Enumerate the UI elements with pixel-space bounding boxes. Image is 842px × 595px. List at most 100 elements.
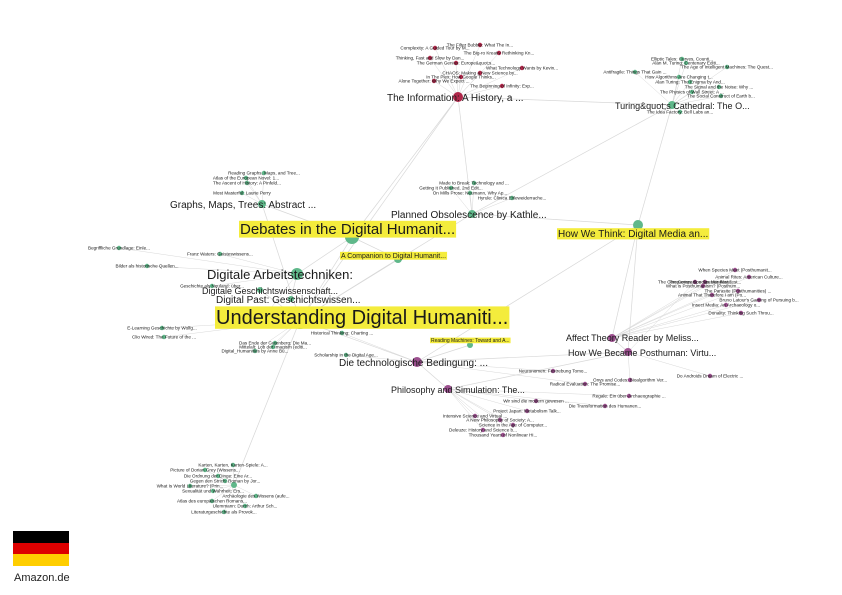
book-node[interactable]: [533, 398, 539, 404]
book-node[interactable]: [582, 381, 588, 387]
book-node[interactable]: [626, 393, 632, 399]
hub-label-howwethink[interactable]: How We Think: Digital Media an...: [558, 229, 708, 240]
book-node[interactable]: [732, 267, 738, 273]
hub-label-arbeit[interactable]: Digitale Arbeitstechniken:: [207, 267, 353, 282]
hub-label-geschwiss[interactable]: Digitale Geschichtswissenschaft...: [202, 286, 338, 296]
book-node[interactable]: [735, 288, 741, 294]
book-node[interactable]: [144, 263, 150, 269]
book-node[interactable]: [209, 498, 215, 504]
hub-label-turing[interactable]: Turing&quot;s Cathedral: The O...: [615, 101, 750, 111]
book-node[interactable]: [724, 64, 730, 70]
book-node[interactable]: [480, 427, 486, 433]
book-node[interactable]: [243, 175, 249, 181]
book-node[interactable]: [510, 422, 516, 428]
book-node[interactable]: [723, 302, 729, 308]
book-node[interactable]: [519, 65, 525, 71]
book-node[interactable]: [343, 352, 349, 358]
book-node[interactable]: [272, 340, 278, 346]
book-node[interactable]: [692, 279, 698, 285]
hub-node-arbeit[interactable]: [291, 268, 303, 280]
book-node[interactable]: [707, 373, 713, 379]
book-node[interactable]: [453, 60, 459, 66]
book-node[interactable]: [679, 56, 685, 62]
book-node[interactable]: [497, 417, 503, 423]
hub-label-philosim[interactable]: Philosophy and Simulation: The...: [391, 385, 525, 395]
book-node[interactable]: [689, 89, 695, 95]
book-node[interactable]: [550, 368, 556, 374]
hub-label-companion[interactable]: A Companion to Digital Humanit...: [341, 253, 446, 260]
book-node[interactable]: [221, 509, 227, 515]
book-node[interactable]: [467, 190, 473, 196]
book-node[interactable]: [270, 344, 276, 350]
book-node[interactable]: [496, 50, 502, 56]
hub-node-information[interactable]: [453, 92, 463, 102]
hub-label-planned[interactable]: Planned Obsolescence by Kathle...: [391, 210, 547, 221]
book-node[interactable]: [458, 74, 464, 80]
book-node[interactable]: [242, 503, 248, 509]
hub-label-debates[interactable]: Debates in the Digital Humanit...: [240, 221, 455, 238]
book-node[interactable]: [253, 493, 259, 499]
book-node[interactable]: [477, 42, 483, 48]
book-node[interactable]: [716, 84, 722, 90]
book-node[interactable]: [161, 334, 167, 340]
book-node[interactable]: [524, 408, 530, 414]
hub-node-howwethink[interactable]: [633, 220, 643, 230]
book-node[interactable]: [746, 274, 752, 280]
hub-node-machines[interactable]: [467, 342, 473, 348]
book-node[interactable]: [676, 74, 682, 80]
book-node[interactable]: [683, 60, 689, 66]
book-node[interactable]: [471, 180, 477, 186]
book-node[interactable]: [261, 170, 267, 176]
hub-node-karten[interactable]: [231, 482, 237, 488]
book-node[interactable]: [632, 69, 638, 75]
hub-label-machines[interactable]: Reading Machines: Toward and A...: [431, 338, 510, 344]
book-node[interactable]: [700, 283, 706, 289]
book-node[interactable]: [159, 325, 165, 331]
hub-label-digpast[interactable]: Digital Past: Geschichtswissen...: [216, 295, 361, 306]
book-node[interactable]: [432, 45, 438, 51]
book-node[interactable]: [500, 432, 506, 438]
book-node[interactable]: [702, 279, 708, 285]
hub-node-techbed[interactable]: [412, 357, 422, 367]
book-node[interactable]: [431, 78, 437, 84]
book-node[interactable]: [477, 70, 483, 76]
book-node[interactable]: [215, 473, 221, 479]
hub-label-techbed[interactable]: Die technologische Bedingung: ...: [339, 358, 488, 369]
book-node[interactable]: [756, 297, 762, 303]
book-node[interactable]: [252, 348, 258, 354]
book-node[interactable]: [209, 283, 215, 289]
hub-node-posthuman[interactable]: [624, 348, 632, 356]
book-node[interactable]: [738, 310, 744, 316]
hub-label-understanding[interactable]: Understanding Digital Humaniti...: [216, 307, 508, 329]
book-node[interactable]: [210, 488, 216, 494]
hub-node-geschwiss[interactable]: [257, 287, 263, 293]
book-node[interactable]: [222, 478, 228, 484]
book-node[interactable]: [709, 292, 715, 298]
book-node[interactable]: [230, 462, 236, 468]
book-node[interactable]: [217, 251, 223, 257]
hub-node-graphs[interactable]: [258, 200, 266, 208]
hub-node-turing[interactable]: [668, 101, 676, 109]
book-node[interactable]: [427, 55, 433, 61]
book-node[interactable]: [187, 483, 193, 489]
hub-node-philosim[interactable]: [444, 385, 452, 393]
book-node[interactable]: [499, 83, 505, 89]
book-node[interactable]: [627, 377, 633, 383]
book-node[interactable]: [244, 180, 250, 186]
hub-label-information[interactable]: The Information: A History, a ...: [387, 93, 524, 104]
book-node[interactable]: [339, 330, 345, 336]
book-node[interactable]: [602, 403, 608, 409]
book-node[interactable]: [718, 93, 724, 99]
book-node[interactable]: [239, 190, 245, 196]
book-node[interactable]: [677, 109, 683, 115]
hub-label-graphs[interactable]: Graphs, Maps, Trees: Abstract ...: [170, 200, 316, 211]
hub-label-affect[interactable]: Affect Theory Reader by Meliss...: [566, 333, 699, 343]
hub-node-affect[interactable]: [608, 334, 616, 342]
book-node[interactable]: [202, 467, 208, 473]
hub-node-planned[interactable]: [468, 210, 476, 218]
book-node[interactable]: [116, 245, 122, 251]
book-node[interactable]: [448, 185, 454, 191]
book-node[interactable]: [509, 195, 515, 201]
hub-node-digpast[interactable]: [288, 296, 294, 302]
book-node[interactable]: [687, 79, 693, 85]
